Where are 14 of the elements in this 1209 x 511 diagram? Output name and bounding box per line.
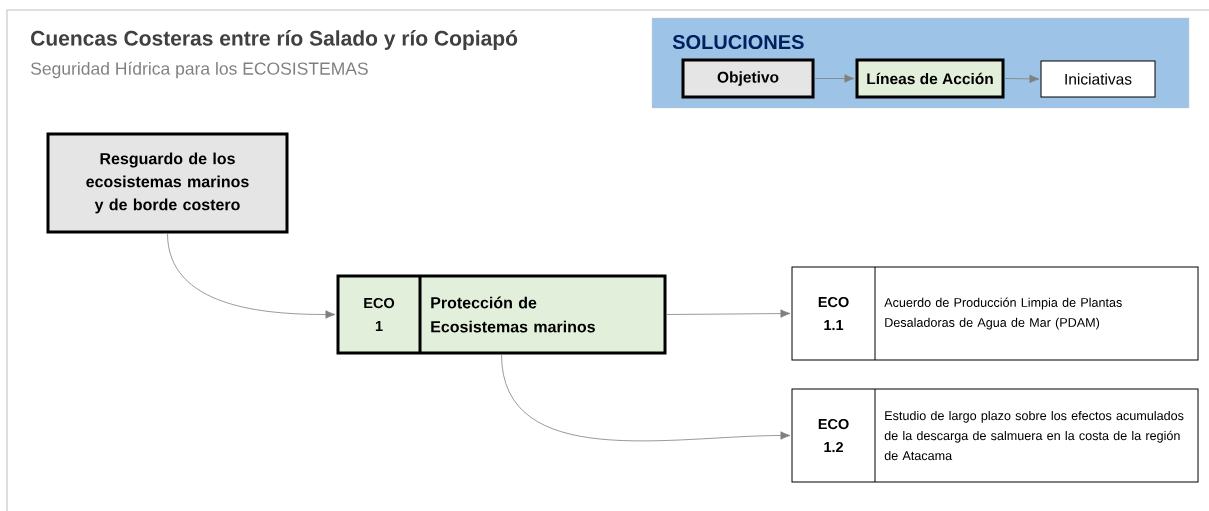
arrow: [167, 233, 336, 319]
subtitle: Seguridad Hídrica para los ECOSISTEMAS: [31, 61, 368, 79]
arrow: [501, 354, 791, 442]
objective-box: Objetivo: [681, 58, 815, 99]
initiative-box: ECO 1.1 Acuerdo de Producción Limpia de Plantas Desaladoras de Agua de Mar (PDAM): [791, 266, 1199, 361]
action-box: ECO 1 Protección de Ecosistemas marinos: [336, 274, 667, 355]
arrow: [1004, 74, 1040, 84]
title: Cuencas Costeras entre río Salado y río Copiapó: [31, 30, 518, 50]
action-box: Líneas de Acción: [855, 58, 1005, 99]
objective-box: Resguardo de los ecosistemas marinos y de borde costero: [46, 132, 289, 234]
arrow: [814, 74, 855, 83]
arrow: [666, 309, 791, 318]
initiative-box: Iniciativas: [1040, 60, 1156, 98]
initiative-box: ECO 1.2 Estudio de largo plazo sobre los efectos acumulados de la descarga de salmuera en la costa de la región de Atacama: [791, 388, 1199, 483]
